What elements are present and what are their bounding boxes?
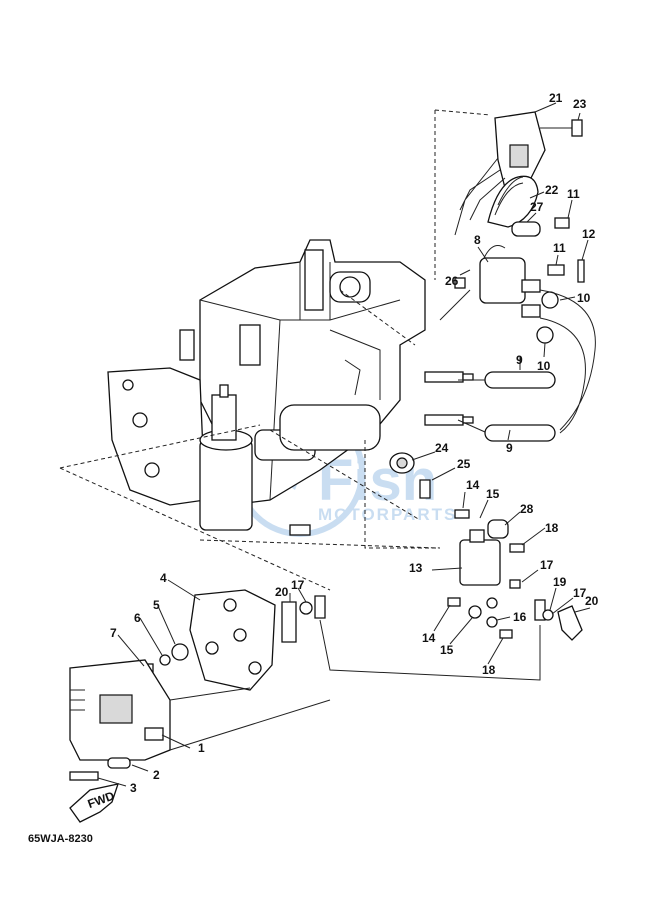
callout-24: 24 <box>435 441 449 455</box>
callout-12: 12 <box>582 227 596 241</box>
callout-5: 5 <box>153 598 160 612</box>
callout-20: 20 <box>275 585 289 599</box>
engine-block <box>107 239 474 536</box>
callout-2: 2 <box>153 768 160 782</box>
callout-1: 1 <box>198 741 205 755</box>
callout-11: 11 <box>567 187 580 201</box>
ignition-coil-group <box>439 111 596 442</box>
cdi-group <box>69 589 331 781</box>
callout-4: 4 <box>160 571 167 585</box>
callout-14-lower: 14 <box>422 631 436 645</box>
callout-17-right: 17 <box>573 586 587 600</box>
callout-3: 3 <box>130 781 137 795</box>
callout-17: 17 <box>540 558 554 572</box>
callout-7: 7 <box>110 626 117 640</box>
callout-18: 18 <box>545 521 559 535</box>
dashed-leaders <box>59 109 491 591</box>
callout-25: 25 <box>457 457 471 471</box>
callout-9: 9 <box>516 353 523 367</box>
callout-labels: 21 23 22 11 27 8 12 11 26 10 10 9 9 24 2… <box>110 91 599 795</box>
solenoid-group <box>281 452 583 681</box>
callout-15: 15 <box>486 487 500 501</box>
callout-13: 13 <box>409 561 423 575</box>
callout-leaders <box>97 102 591 787</box>
callout-27: 27 <box>530 200 544 214</box>
callout-28: 28 <box>520 502 534 516</box>
callout-21: 21 <box>549 91 563 105</box>
callout-23: 23 <box>573 97 587 111</box>
callout-15-lower: 15 <box>440 643 454 657</box>
callout-20-right: 20 <box>585 594 599 608</box>
callout-16: 16 <box>513 610 527 624</box>
watermark-sub: MOTORPARTS <box>318 505 457 524</box>
callout-22: 22 <box>545 183 559 197</box>
callout-18-lower: 18 <box>482 663 496 677</box>
callout-26: 26 <box>445 274 459 288</box>
fwd-arrow: FWD <box>69 783 119 823</box>
callout-11-lower: 11 <box>553 241 566 255</box>
callout-10: 10 <box>577 291 591 305</box>
callout-6: 6 <box>134 611 141 625</box>
watermark-brand: Fish <box>318 448 437 513</box>
callout-19: 19 <box>553 575 567 589</box>
callout-17-left: 17 <box>291 578 305 592</box>
callout-9-lower: 9 <box>506 441 513 455</box>
callout-10-lower: 10 <box>537 359 551 373</box>
callout-14: 14 <box>466 478 480 492</box>
callout-8: 8 <box>474 233 481 247</box>
diagram-code: 65WJA-8230 <box>28 833 93 845</box>
